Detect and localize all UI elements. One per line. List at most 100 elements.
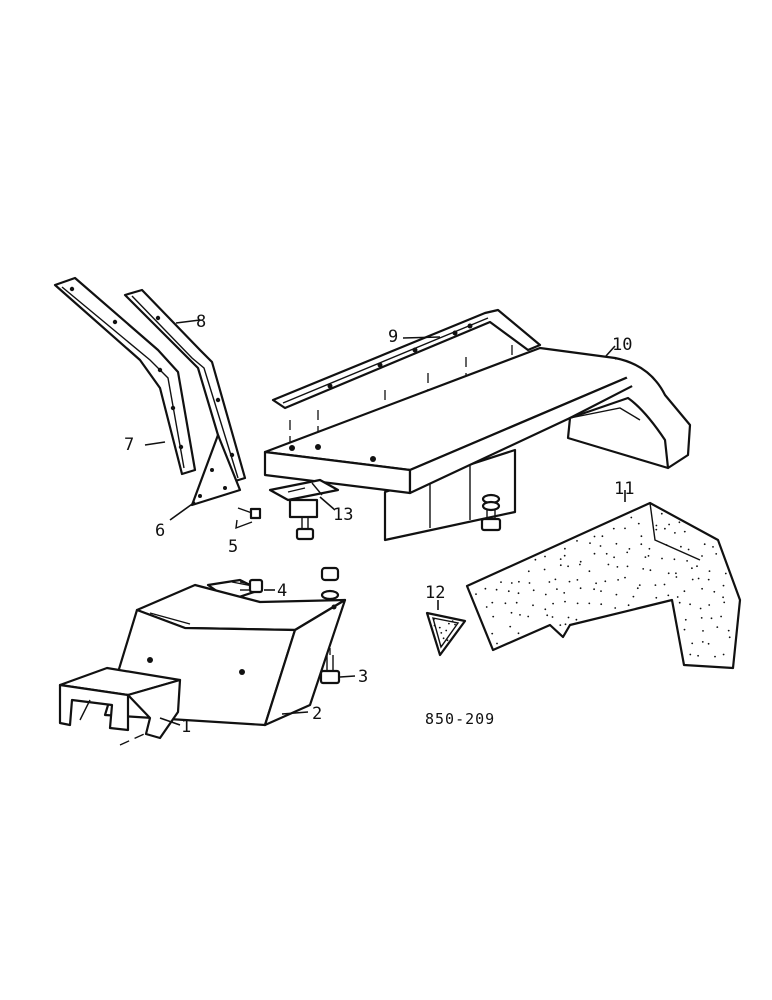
- speckle-dot: [624, 527, 626, 530]
- speckle-dot: [638, 584, 641, 586]
- callout-11: 11: [614, 479, 634, 499]
- speckle-dot: [615, 593, 618, 596]
- speckle-dot: [727, 629, 730, 632]
- speckle-dot: [496, 642, 498, 645]
- speckle-dot: [532, 604, 534, 607]
- speckle-dot: [579, 560, 582, 563]
- speckle-dot: [575, 618, 578, 621]
- speckle-dot: [708, 604, 711, 606]
- speckle-dot: [655, 596, 658, 599]
- speckle-dot: [696, 565, 698, 568]
- speckle-dot: [475, 593, 477, 595]
- leader-10: [605, 345, 616, 357]
- speckle-dot: [564, 623, 567, 626]
- speckle-dot: [605, 552, 608, 555]
- speckle-dot: [613, 556, 615, 559]
- speckle-dot: [485, 606, 488, 608]
- speckle-dot: [601, 535, 604, 538]
- speckle-dot: [723, 601, 726, 604]
- speckle-dot: [528, 582, 531, 584]
- speckle-dot: [527, 615, 530, 618]
- speckle-dot: [552, 602, 554, 605]
- speckle-dot: [445, 629, 448, 632]
- speckle-dot: [604, 580, 607, 583]
- speckle-dot: [544, 593, 547, 596]
- speckle-dot: [701, 587, 703, 590]
- callout-1: 1: [181, 717, 191, 737]
- speckle-dot: [484, 587, 487, 590]
- speckle-dot: [636, 587, 639, 590]
- speckle-dot: [680, 545, 682, 548]
- speckle-dot: [607, 563, 610, 566]
- speckle-dot: [491, 601, 494, 604]
- part-1-cover-channel: [58, 666, 182, 740]
- leader-7: [144, 441, 166, 446]
- speckle-dot: [720, 615, 722, 618]
- speckle-dot: [559, 624, 562, 626]
- speckle-dot: [710, 617, 713, 620]
- liner-speckle: [475, 512, 731, 658]
- speckle-dot: [492, 615, 495, 618]
- callout-10: 10: [612, 335, 632, 355]
- speckle-dot: [563, 554, 566, 557]
- speckle-dot: [667, 594, 670, 597]
- speckle-dot: [507, 590, 510, 593]
- leader-1: [159, 717, 181, 726]
- speckle-dot: [678, 601, 681, 604]
- leader-6: [169, 501, 196, 521]
- speckle-dot: [564, 547, 566, 550]
- speckle-dot: [563, 592, 566, 594]
- leader-lines: [144, 319, 626, 726]
- speckle-dot: [617, 579, 619, 581]
- speckle-dot: [448, 622, 450, 625]
- speckle-dot: [663, 583, 666, 586]
- speckle-dot: [567, 616, 570, 619]
- speckle-dot: [519, 614, 521, 616]
- speckle-dot: [454, 623, 456, 626]
- speckle-dot: [579, 587, 582, 590]
- speckle-dot: [707, 642, 710, 645]
- part-8-fender-bracket: [123, 288, 247, 484]
- speckle-dot: [632, 595, 635, 598]
- speckle-dot: [700, 617, 703, 619]
- speckle-dot: [504, 602, 507, 605]
- speckle-dot: [655, 524, 658, 527]
- speckle-dot: [517, 632, 520, 635]
- speckle-dot: [544, 555, 546, 558]
- speckle-dot: [559, 564, 562, 567]
- speckle-dot: [593, 588, 595, 591]
- speckle-dot: [699, 607, 702, 610]
- speckle-dot: [616, 566, 619, 568]
- speckle-dot: [686, 560, 688, 562]
- speckle-dot: [660, 512, 663, 515]
- speckle-dot: [534, 558, 537, 561]
- speckle-dot: [626, 551, 629, 554]
- speckle-dot: [708, 570, 711, 572]
- part-11-fender-liner: [465, 501, 742, 670]
- callout-5: 5: [228, 537, 238, 557]
- speckle-dot: [433, 624, 436, 627]
- speckle-dot: [564, 600, 566, 603]
- speckle-dot: [630, 516, 633, 519]
- part-9-rail-strip: [271, 308, 542, 410]
- callout-13: 13: [333, 505, 353, 525]
- speckle-dot: [715, 553, 718, 555]
- speckle-dot: [683, 628, 686, 631]
- callout-4: 4: [277, 581, 287, 601]
- speckle-dot: [654, 584, 657, 586]
- bolt-under-platform: [480, 493, 502, 532]
- speckle-dot: [554, 578, 557, 581]
- speckle-dot: [701, 641, 704, 643]
- leader-3: [339, 675, 356, 678]
- part-5-bolt: [235, 507, 262, 530]
- speckle-dot: [691, 578, 694, 581]
- leader-9: [402, 336, 441, 339]
- speckle-dot: [579, 563, 581, 566]
- speckle-dot: [673, 558, 676, 561]
- speckle-dot: [687, 548, 690, 551]
- speckle-dot: [674, 532, 676, 534]
- part-7-fender-bracket: [53, 276, 197, 476]
- speckle-dot: [527, 570, 530, 573]
- speckle-dot: [546, 614, 549, 617]
